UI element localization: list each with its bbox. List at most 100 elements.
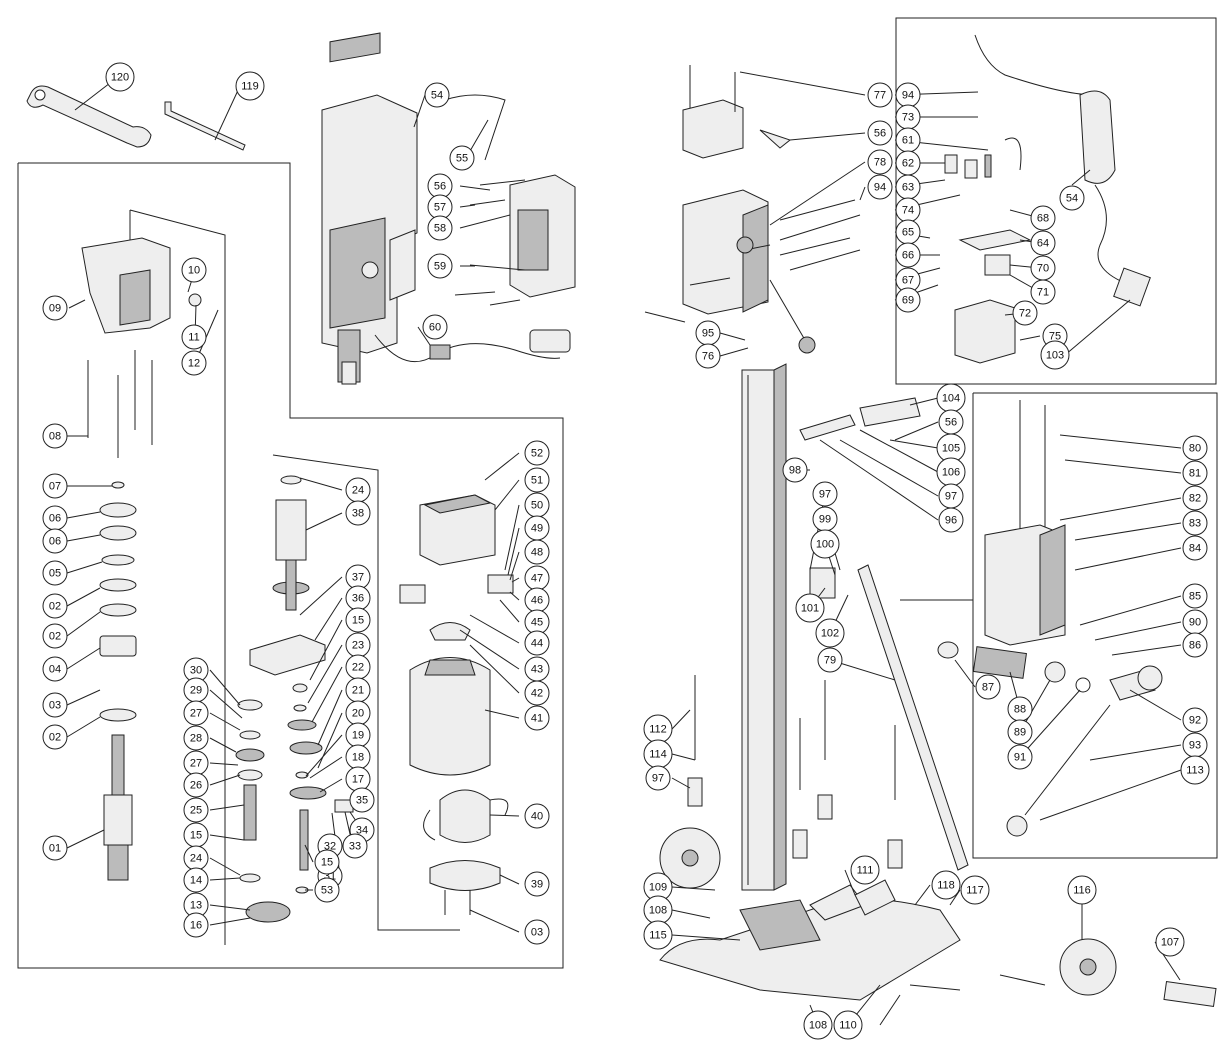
- callout-circle: [183, 912, 209, 938]
- callout-label: 05: [49, 568, 61, 580]
- callout-91: 91: [1007, 744, 1033, 770]
- callout-19: 19: [345, 722, 371, 748]
- callout-38: 38: [345, 500, 371, 526]
- callout-108: 108: [643, 895, 673, 925]
- callout-label: 97: [652, 773, 664, 785]
- callout-label: 49: [531, 523, 543, 535]
- callout-label: 19: [352, 730, 364, 742]
- callout-circle: [1182, 435, 1208, 461]
- callout-circle: [183, 867, 209, 893]
- callout-label: 15: [321, 857, 333, 869]
- callout-56: 56: [867, 120, 893, 146]
- callout-label: 48: [531, 547, 543, 559]
- callout-circle: [524, 871, 550, 897]
- hex-key-tool: [164, 101, 246, 151]
- callout-label: 70: [1037, 263, 1049, 275]
- callout-label: 51: [531, 475, 543, 487]
- callout-15: 15: [183, 822, 209, 848]
- callout-label: 18: [352, 752, 364, 764]
- callout-label: 13: [190, 900, 202, 912]
- callout-label: 105: [942, 443, 960, 455]
- callout-circle: [524, 467, 550, 493]
- callout-40: 40: [524, 803, 550, 829]
- switch-box: [944, 34, 1151, 364]
- callout-circle: [524, 705, 550, 731]
- callout-73: 73: [895, 104, 921, 130]
- callout-label: 36: [352, 593, 364, 605]
- callout-13: 13: [183, 892, 209, 918]
- callout-label: 89: [1014, 727, 1026, 739]
- callout-116: 116: [1067, 875, 1097, 905]
- callout-51: 51: [524, 467, 550, 493]
- callout-circle: [867, 82, 893, 108]
- callout-label: 42: [531, 688, 543, 700]
- callout-label: 114: [649, 749, 667, 761]
- callout-115: 115: [643, 920, 673, 950]
- callout-54: 54: [1059, 185, 1085, 211]
- callout-102: 102: [815, 618, 845, 648]
- callout-circle: [349, 787, 375, 813]
- callout-15: 15: [314, 849, 340, 875]
- callout-86: 86: [1182, 632, 1208, 658]
- callout-101: 101: [795, 593, 825, 623]
- callout-83: 83: [1182, 510, 1208, 536]
- callout-06: 06: [42, 528, 68, 554]
- callout-circle: [42, 593, 68, 619]
- callout-label: 83: [1189, 518, 1201, 530]
- callout-label: 58: [434, 223, 446, 235]
- callout-57: 57: [427, 194, 453, 220]
- callout-28: 28: [183, 725, 209, 751]
- callout-11: 11: [181, 324, 207, 350]
- callout-label: 08: [49, 431, 61, 443]
- callout-circle: [1067, 875, 1097, 905]
- callout-label: 02: [49, 732, 61, 744]
- callout-103: 103: [1040, 340, 1070, 370]
- callout-label: 11: [188, 332, 199, 344]
- callout-08: 08: [42, 423, 68, 449]
- callout-55: 55: [449, 145, 475, 171]
- callout-label: 115: [649, 930, 667, 942]
- callout-94: 94: [895, 82, 921, 108]
- brush-holders: [399, 574, 514, 641]
- callout-circle: [931, 870, 961, 900]
- callout-label: 22: [352, 662, 364, 674]
- callout-05: 05: [42, 560, 68, 586]
- callout-label: 32: [324, 841, 336, 853]
- armature: [272, 475, 310, 611]
- callout-54: 54: [424, 82, 450, 108]
- callout-02: 02: [42, 593, 68, 619]
- callout-circle: [695, 343, 721, 369]
- callout-label: 62: [902, 158, 914, 170]
- callout-39: 39: [524, 871, 550, 897]
- callout-01: 01: [42, 835, 68, 861]
- callout-label: 15: [190, 830, 202, 842]
- callout-label: 16: [190, 920, 202, 932]
- callout-97: 97: [645, 765, 671, 791]
- field-coil: [423, 789, 509, 843]
- callout-circle: [1180, 755, 1210, 785]
- callout-circle: [782, 457, 808, 483]
- callout-circle: [895, 287, 921, 313]
- callout-label: 24: [190, 853, 202, 865]
- callout-circle: [1059, 185, 1085, 211]
- callout-circle: [867, 120, 893, 146]
- callout-label: 15: [352, 615, 364, 627]
- callout-circle: [427, 253, 453, 279]
- callout-label: 72: [1019, 308, 1031, 320]
- callout-label: 85: [1189, 591, 1201, 603]
- callout-label: 69: [902, 295, 914, 307]
- diagonal-brace: [857, 564, 969, 871]
- callout-27: 27: [183, 700, 209, 726]
- callout-circle: [645, 765, 671, 791]
- callout-circle: [817, 647, 843, 673]
- callout-label: 47: [531, 573, 543, 585]
- callout-77: 77: [867, 82, 893, 108]
- callout-label: 103: [1046, 350, 1064, 362]
- callout-label: 95: [702, 328, 714, 340]
- callout-circle: [183, 700, 209, 726]
- callout-label: 34: [356, 825, 368, 837]
- callout-circle: [803, 1010, 833, 1040]
- callout-111: 111: [850, 855, 880, 885]
- callout-circle: [1182, 707, 1208, 733]
- callout-circle: [524, 630, 550, 656]
